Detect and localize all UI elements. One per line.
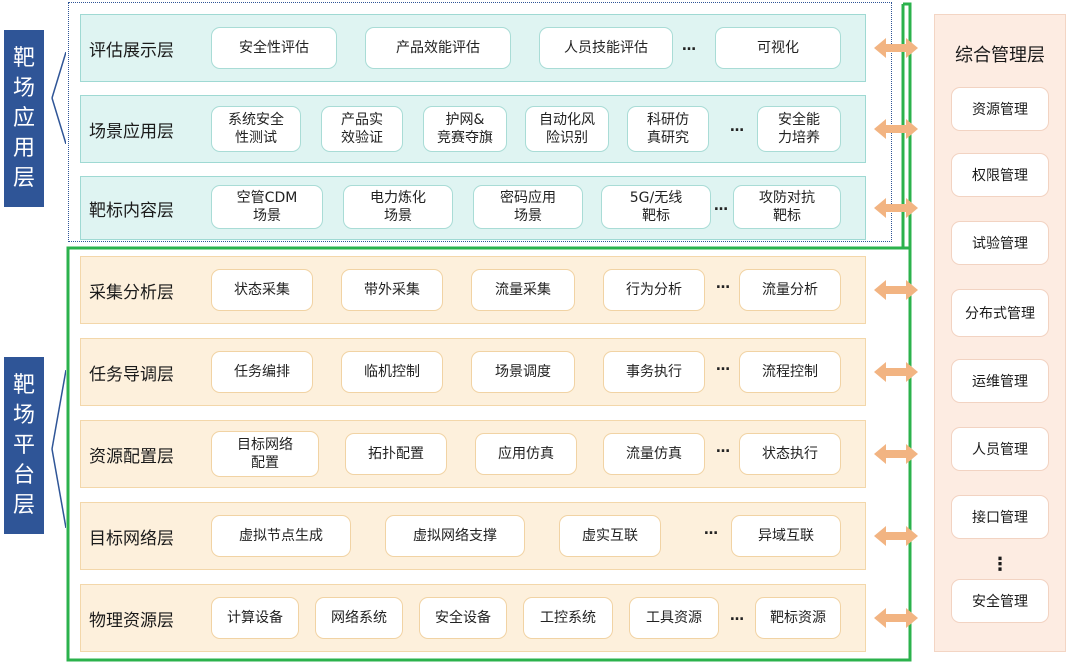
bracket-platform [50,369,67,529]
item-box: 异域互联 [731,515,841,557]
item-box: 临机控制 [341,351,443,393]
management-item: 资源管理 [951,87,1049,131]
app-layer-frame [68,2,892,242]
item-box: 场景调度 [471,351,575,393]
layer-target-content: 靶标内容层 空管CDM 场景 电力炼化 场景 密码应用 场景 5G/无线 靶标 … [80,176,866,240]
ellipsis: … [716,276,730,292]
item-box: 攻防对抗 靶标 [733,185,841,229]
layer-title: 任务导调层 [89,364,174,385]
management-item: 试验管理 [951,221,1049,265]
double-arrow-icon [874,38,918,58]
management-item: 人员管理 [951,427,1049,471]
side-label-platform-text: 靶场平台层 [12,372,35,518]
item-box: 任务编排 [211,351,313,393]
layer-title: 评估展示层 [89,40,174,61]
double-arrow-icon [874,119,918,139]
item-box: 工控系统 [523,597,613,639]
item-box: 安全性评估 [211,27,337,69]
layer-title: 采集分析层 [89,282,174,303]
item-box: 自动化风 险识别 [525,106,609,152]
layer-scenario-application: 场景应用层 系统安全 性测试 产品实 效验证 护网& 竞赛夺旗 自动化风 险识别… [80,95,866,163]
side-label-app-text: 靶场应用层 [12,45,35,191]
management-item: 运维管理 [951,359,1049,403]
double-arrow-icon [874,280,918,300]
item-box: 可视化 [715,27,841,69]
platform-frame-line [66,2,912,662]
double-arrow-icon [874,608,918,628]
management-panel: 综合管理层 资源管理 权限管理 试验管理 分布式管理 运维管理 人员管理 接口管… [934,14,1066,652]
layer-title: 资源配置层 [89,446,174,467]
item-box: 空管CDM 场景 [211,185,323,229]
ellipsis: … [682,38,696,54]
item-box: 电力炼化 场景 [343,185,453,229]
layer-title: 目标网络层 [89,528,174,549]
ellipsis: … [704,522,718,538]
item-box: 安全设备 [419,597,507,639]
item-box: 目标网络 配置 [211,431,319,477]
item-box: 虚实互联 [559,515,661,557]
item-box: 虚拟节点生成 [211,515,351,557]
item-box: 科研仿 真研究 [627,106,709,152]
management-panel-title: 综合管理层 [955,45,1045,66]
ellipsis: … [730,119,744,135]
item-box: 工具资源 [629,597,719,639]
layer-title: 靶标内容层 [89,200,174,221]
item-box: 计算设备 [211,597,299,639]
management-item: 分布式管理 [951,289,1049,337]
item-box: 拓扑配置 [345,433,447,475]
item-box: 流量分析 [739,269,841,311]
item-box: 带外采集 [341,269,443,311]
item-box: 5G/无线 靶标 [601,185,711,229]
double-arrow-icon [874,526,918,546]
item-box: 事务执行 [603,351,705,393]
layer-physical-resource: 物理资源层 计算设备 网络系统 安全设备 工控系统 工具资源 … 靶标资源 [80,584,866,652]
bracket-platform-lines [51,369,67,529]
management-item: 权限管理 [951,153,1049,197]
double-arrow-icon [874,444,918,464]
layer-title: 物理资源层 [89,610,174,631]
item-box: 状态采集 [211,269,313,311]
layer-collection-analysis: 采集分析层 状态采集 带外采集 流量采集 行为分析 … 流量分析 [80,256,866,324]
ellipsis: … [714,198,728,214]
item-box: 密码应用 场景 [473,185,583,229]
side-label-platform: 靶场平台层 [4,357,44,534]
management-item: 安全管理 [951,579,1049,623]
double-arrow-icon [874,362,918,382]
item-box: 人员技能评估 [539,27,673,69]
ellipsis: … [716,358,730,374]
layer-resource-configuration: 资源配置层 目标网络 配置 拓扑配置 应用仿真 流量仿真 … 状态执行 [80,420,866,488]
item-box: 流量采集 [471,269,575,311]
item-box: 产品实 效验证 [321,106,403,152]
item-box: 应用仿真 [475,433,577,475]
item-box: 行为分析 [603,269,705,311]
ellipsis: … [730,608,744,624]
arrow-icon-group [874,38,918,628]
bracket-app-lines [51,51,67,145]
item-box: 网络系统 [315,597,403,639]
item-box: 靶标资源 [755,597,841,639]
bracket-app [50,51,67,145]
item-box: 状态执行 [739,433,841,475]
side-label-app: 靶场应用层 [4,30,44,207]
ellipsis: … [716,440,730,456]
layer-target-network: 目标网络层 虚拟节点生成 虚拟网络支撑 虚实互联 … 异域互联 [80,502,866,570]
layer-task-direction: 任务导调层 任务编排 临机控制 场景调度 事务执行 … 流程控制 [80,338,866,406]
item-box: 护网& 竞赛夺旗 [423,106,507,152]
double-arrow-icon [874,198,918,218]
management-item: 接口管理 [951,495,1049,539]
item-box: 安全能 力培养 [757,106,841,152]
item-box: 产品效能评估 [365,27,511,69]
item-box: 系统安全 性测试 [211,106,301,152]
layer-title: 场景应用层 [89,121,174,142]
item-box: 流量仿真 [603,433,705,475]
layer-evaluation-display: 评估展示层 安全性评估 产品效能评估 人员技能评估 … 可视化 [80,14,866,82]
double-arrows [874,38,918,628]
vertical-ellipsis: ⋮ [991,554,1009,575]
item-box: 流程控制 [739,351,841,393]
item-box: 虚拟网络支撑 [385,515,525,557]
